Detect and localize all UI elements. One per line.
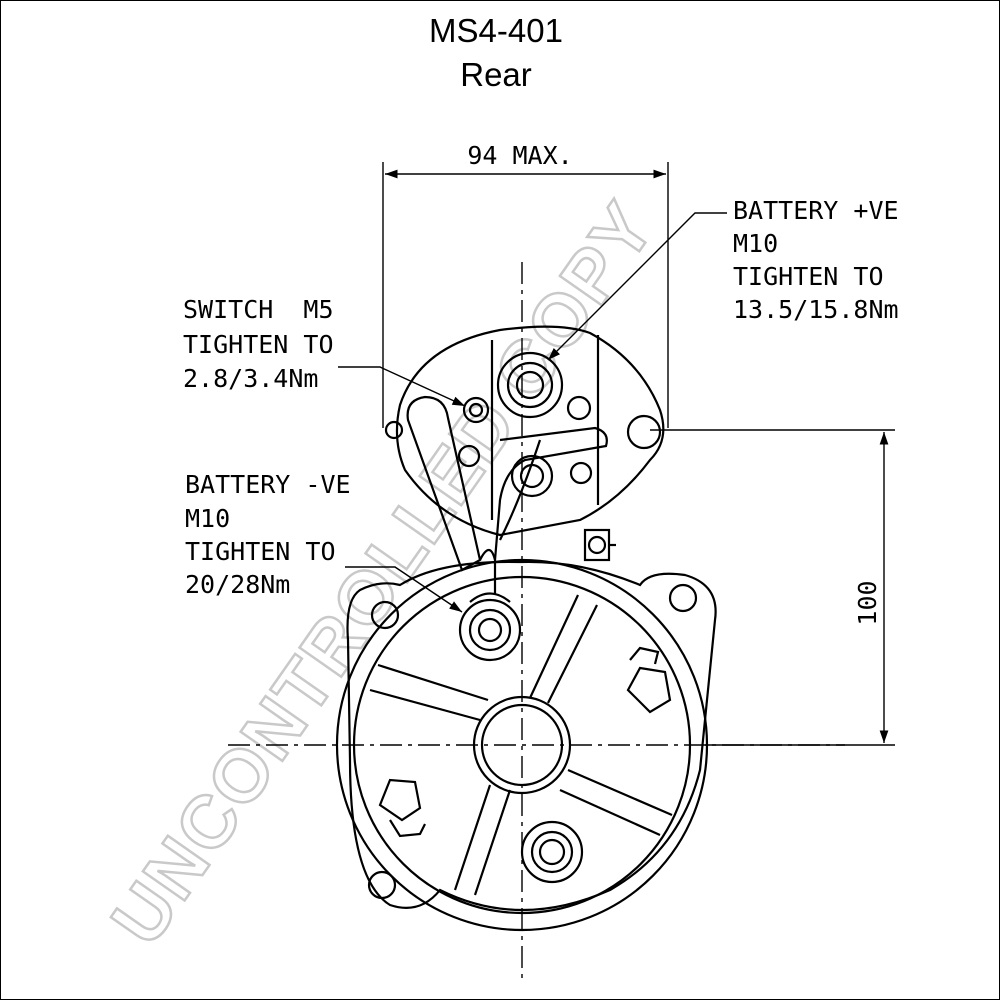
solenoid-housing <box>384 325 665 537</box>
leader-lines <box>338 212 727 613</box>
center-lines <box>228 262 845 980</box>
width-dimension: 94 MAX. <box>382 141 669 428</box>
width-dimension-label: 94 MAX. <box>467 141 572 170</box>
svg-text:TIGHTEN TO: TIGHTEN TO <box>733 262 884 291</box>
svg-text:TIGHTEN TO: TIGHTEN TO <box>183 330 334 359</box>
svg-text:20/28Nm: 20/28Nm <box>185 570 290 599</box>
svg-text:TIGHTEN TO: TIGHTEN TO <box>185 537 336 566</box>
svg-text:BATTERY -VE: BATTERY -VE <box>185 470 351 499</box>
svg-text:M10: M10 <box>185 504 230 533</box>
svg-text:BATTERY +VE: BATTERY +VE <box>733 196 899 225</box>
battery-negative-callout: BATTERY -VE M10 TIGHTEN TO 20/28Nm <box>185 470 351 599</box>
height-dimension: 100 <box>650 429 895 746</box>
height-dimension-label: 100 <box>853 580 882 625</box>
end-housing <box>335 558 717 932</box>
switch-callout: SWITCH M5 TIGHTEN TO 2.8/3.4Nm <box>183 295 334 393</box>
view-label: Rear <box>460 56 532 93</box>
svg-text:2.8/3.4Nm: 2.8/3.4Nm <box>183 364 318 393</box>
connection-strap <box>406 395 608 595</box>
drawing-title: MS4-401 <box>429 12 563 49</box>
svg-text:SWITCH M5: SWITCH M5 <box>183 295 334 324</box>
svg-text:M10: M10 <box>733 229 778 258</box>
terminal-nut <box>583 528 616 562</box>
battery-positive-callout: BATTERY +VE M10 TIGHTEN TO 13.5/15.8Nm <box>733 196 899 324</box>
svg-text:13.5/15.8Nm: 13.5/15.8Nm <box>733 295 899 324</box>
